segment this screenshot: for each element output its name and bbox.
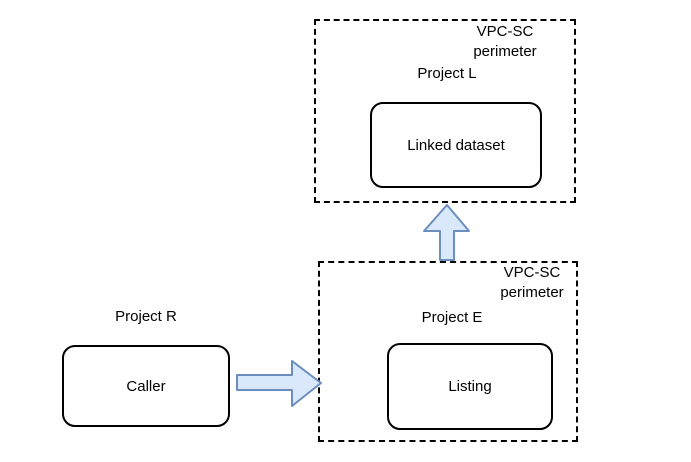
listing-node: Listing	[387, 343, 553, 430]
up-block-arrow-icon	[423, 204, 470, 261]
vpc-sc-perimeter-bottom	[318, 261, 578, 442]
vpc-sc-perimeter-top	[314, 19, 576, 203]
perimeter-top-label: VPC-SC perimeter	[473, 23, 537, 60]
project-e-label: Project E	[421, 309, 483, 326]
right-block-arrow-icon	[236, 360, 322, 407]
project-l-label: Project L	[417, 65, 477, 82]
perimeter-bottom-label: VPC-SC perimeter	[500, 264, 564, 301]
project-r-label: Project R	[115, 308, 177, 325]
listing-node-label: Listing	[448, 378, 492, 395]
linked-dataset-node-label: Linked dataset	[407, 136, 505, 154]
linked-dataset-node: Linked dataset	[370, 102, 542, 188]
caller-node-label: Caller	[126, 377, 166, 395]
caller-node: Caller	[62, 345, 230, 427]
